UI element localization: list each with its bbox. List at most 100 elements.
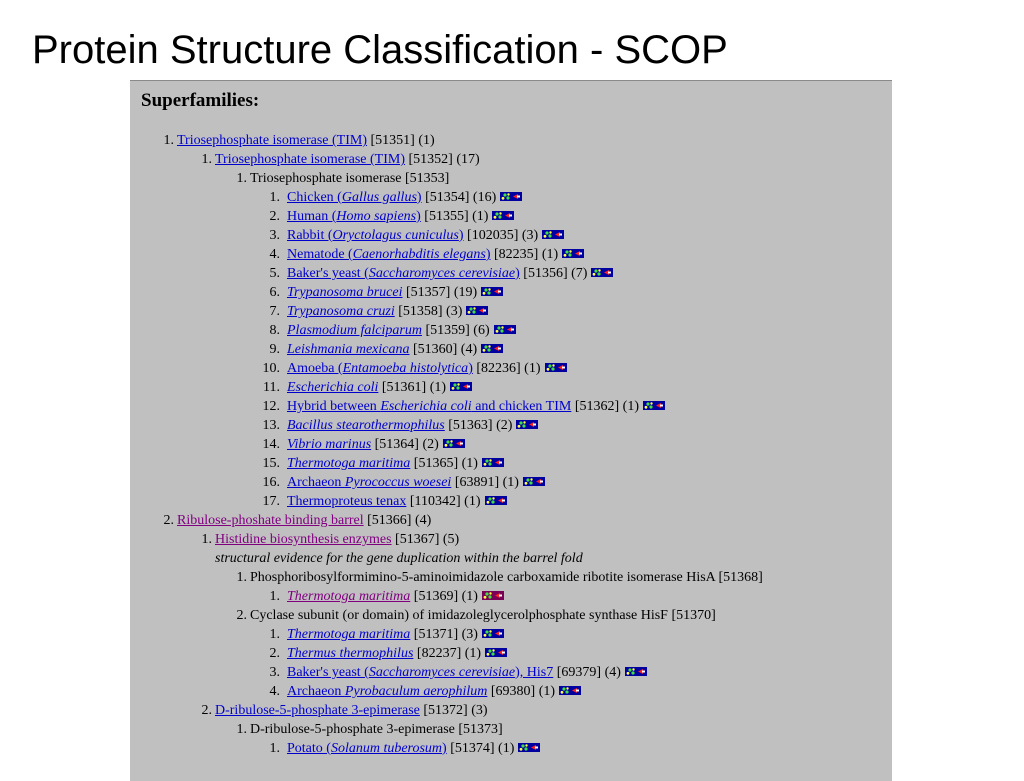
item-content: Archaeon Pyrobaculum aerophilum [69380] … — [287, 682, 582, 701]
item-number: 1. — [269, 589, 281, 604]
protein-structure-view-icon[interactable] — [466, 306, 489, 316]
protein-structure-view-icon[interactable] — [624, 667, 647, 677]
label-text: and chicken TIM — [471, 399, 572, 414]
protein-structure-view-icon[interactable] — [481, 629, 504, 639]
scop-node-link[interactable]: D-ribulose-5-phosphate 3-epimerase — [215, 703, 420, 718]
protein-structure-view-icon[interactable] — [493, 325, 516, 335]
scop-node-link[interactable]: Baker's yeast (Saccharomyces cerevisiae)… — [287, 665, 553, 680]
protein-structure-view-icon[interactable] — [484, 496, 507, 506]
item-number: 2. — [236, 608, 248, 623]
protein-structure-view-icon[interactable] — [643, 401, 665, 411]
label-text: ), His7 — [515, 665, 554, 680]
scop-node-link[interactable]: Human (Homo sapiens) — [287, 209, 421, 224]
scop-node-link[interactable]: Ribulose-phoshate binding barrel — [177, 513, 364, 528]
item-content: Potato (Solanum tuberosum) [51374] (1) — [287, 739, 541, 758]
protein-structure-view-icon[interactable] — [500, 192, 523, 202]
scop-node-link[interactable]: Escherichia coli — [287, 380, 378, 395]
protein-structure-view-icon[interactable] — [485, 648, 508, 658]
scop-node-link[interactable]: Potato (Solanum tuberosum) — [287, 741, 447, 756]
tree-row: 2.Thermus thermophilus [82237] (1) — [130, 644, 892, 663]
label-text: Chicken ( — [287, 190, 342, 205]
scop-node-link[interactable]: Hybrid between Escherichia coli and chic… — [287, 399, 571, 414]
label-text: ) — [515, 266, 520, 281]
node-id-count: [51360] (4) — [409, 342, 478, 357]
tree-row: 1.Triosephosphate isomerase (TIM) [51352… — [130, 150, 892, 169]
scop-node-link[interactable]: Thermotoga maritima — [287, 589, 410, 604]
tree-row: 4.Nematode (Caenorhabditis elegans) [822… — [130, 245, 892, 264]
scop-node-link[interactable]: Archaeon Pyrobaculum aerophilum — [287, 684, 487, 699]
scop-node-link[interactable]: Leishmania mexicana — [287, 342, 409, 357]
species-name: Homo sapiens — [336, 209, 417, 224]
node-id-count: [51351] (1) — [367, 133, 435, 148]
label-text: Phosphoribosylformimino-5-aminoimidazole… — [250, 570, 763, 585]
scop-node-link[interactable]: Thermus thermophilus — [287, 646, 413, 661]
item-number: 9. — [269, 342, 281, 357]
item-number: 2. — [269, 646, 281, 661]
label-text: Potato ( — [287, 741, 331, 756]
species-name: Saccharomyces cerevisiae — [368, 665, 516, 680]
species-name: Thermus thermophilus — [287, 646, 414, 661]
node-id-count: [51369] (1) — [410, 589, 478, 604]
protein-structure-view-icon[interactable] — [492, 211, 515, 221]
protein-structure-view-icon[interactable] — [481, 287, 504, 297]
scop-node-link[interactable]: Trypanosoma brucei — [287, 285, 403, 300]
node-id-count: [51372] (3) — [419, 703, 488, 718]
scop-node-link[interactable]: Triosephosphate isomerase (TIM) — [177, 133, 367, 148]
protein-structure-view-icon[interactable] — [442, 439, 465, 449]
protein-structure-view-icon[interactable] — [559, 686, 582, 696]
scop-node-link[interactable]: Rabbit (Oryctolagus cuniculus) — [287, 228, 464, 243]
label-text: structural evidence for the gene duplica… — [215, 551, 583, 566]
item-number: 1. — [269, 190, 281, 205]
item-content: Trypanosoma cruzi [51358] (3) — [287, 302, 489, 321]
protein-structure-view-icon[interactable] — [542, 230, 565, 240]
scop-node-link[interactable]: Nematode (Caenorhabditis elegans) — [287, 247, 491, 262]
tree-row: 9. Leishmania mexicana [51360] (4) — [130, 340, 892, 359]
scop-node-link[interactable]: Thermotoga maritima — [287, 627, 410, 642]
item-content: Plasmodium falciparum [51359] (6) — [287, 321, 516, 340]
protein-structure-view-icon[interactable] — [544, 363, 567, 373]
protein-structure-view-icon[interactable] — [522, 477, 545, 487]
scop-node-link[interactable]: Plasmodium falciparum — [287, 323, 422, 338]
node-id-count: [51358] (3) — [394, 304, 463, 319]
tree-row: 1.Triosephosphate isomerase (TIM) [51351… — [130, 131, 892, 150]
species-name: Oryctolagus cuniculus — [332, 228, 459, 243]
scop-node-link[interactable]: Chicken (Gallus gallus) — [287, 190, 422, 205]
label-text: Ribulose-phoshate binding barrel — [177, 513, 364, 528]
scop-node-link[interactable]: Vibrio marinus — [287, 437, 371, 452]
protein-structure-view-icon[interactable] — [450, 382, 473, 392]
tree-row: structural evidence for the gene duplica… — [130, 549, 892, 568]
item-number: 1. — [163, 133, 175, 148]
item-number: 3. — [269, 665, 281, 680]
scop-node-link[interactable]: Histidine biosynthesis enzymes — [215, 532, 392, 547]
item-content: Hybrid between Escherichia coli and chic… — [287, 397, 665, 416]
tree-row: 11.Escherichia coli [51361] (1) — [130, 378, 892, 397]
protein-structure-view-icon[interactable] — [481, 458, 504, 468]
protein-structure-view-icon[interactable] — [518, 743, 541, 753]
node-id-count: [51352] (17) — [405, 152, 480, 167]
item-content: Bacillus stearothermophilus [51363] (2) — [287, 416, 539, 435]
protein-structure-view-icon[interactable] — [562, 249, 585, 259]
tree-row: 13.Bacillus stearothermophilus [51363] (… — [130, 416, 892, 435]
item-number: 16. — [262, 475, 281, 490]
species-name: Thermotoga maritima — [287, 589, 411, 604]
scop-node-link[interactable]: Trypanosoma cruzi — [287, 304, 395, 319]
item-content: Phosphoribosylformimino-5-aminoimidazole… — [250, 568, 763, 587]
item-content: Escherichia coli [51361] (1) — [287, 378, 473, 397]
protein-structure-view-icon[interactable] — [481, 591, 504, 601]
scop-node-link[interactable]: Baker's yeast (Saccharomyces cerevisiae) — [287, 266, 520, 281]
scop-node-link[interactable]: Archaeon Pyrococcus woesei — [287, 475, 451, 490]
label-text: ) — [468, 361, 473, 376]
item-number: 1. — [201, 532, 213, 547]
protein-structure-view-icon[interactable] — [481, 344, 504, 354]
protein-structure-view-icon[interactable] — [516, 420, 539, 430]
scop-node-link[interactable]: Bacillus stearothermophilus — [287, 418, 445, 433]
tree-row: 1.Histidine biosynthesis enzymes [51367]… — [130, 530, 892, 549]
scop-node-link[interactable]: Amoeba (Entamoeba histolytica) — [287, 361, 473, 376]
scop-node-link[interactable]: Thermoproteus tenax — [287, 494, 406, 509]
scop-node-link[interactable]: Triosephosphate isomerase (TIM) — [215, 152, 405, 167]
scop-node-link[interactable]: Thermotoga maritima — [287, 456, 410, 471]
item-content: Triosephosphate isomerase (TIM) [51352] … — [215, 150, 480, 169]
tree-row: 5.Baker's yeast (Saccharomyces cerevisia… — [130, 264, 892, 283]
protein-structure-view-icon[interactable] — [591, 268, 614, 278]
item-content: D-ribulose-5-phosphate 3-epimerase [5137… — [250, 720, 503, 739]
